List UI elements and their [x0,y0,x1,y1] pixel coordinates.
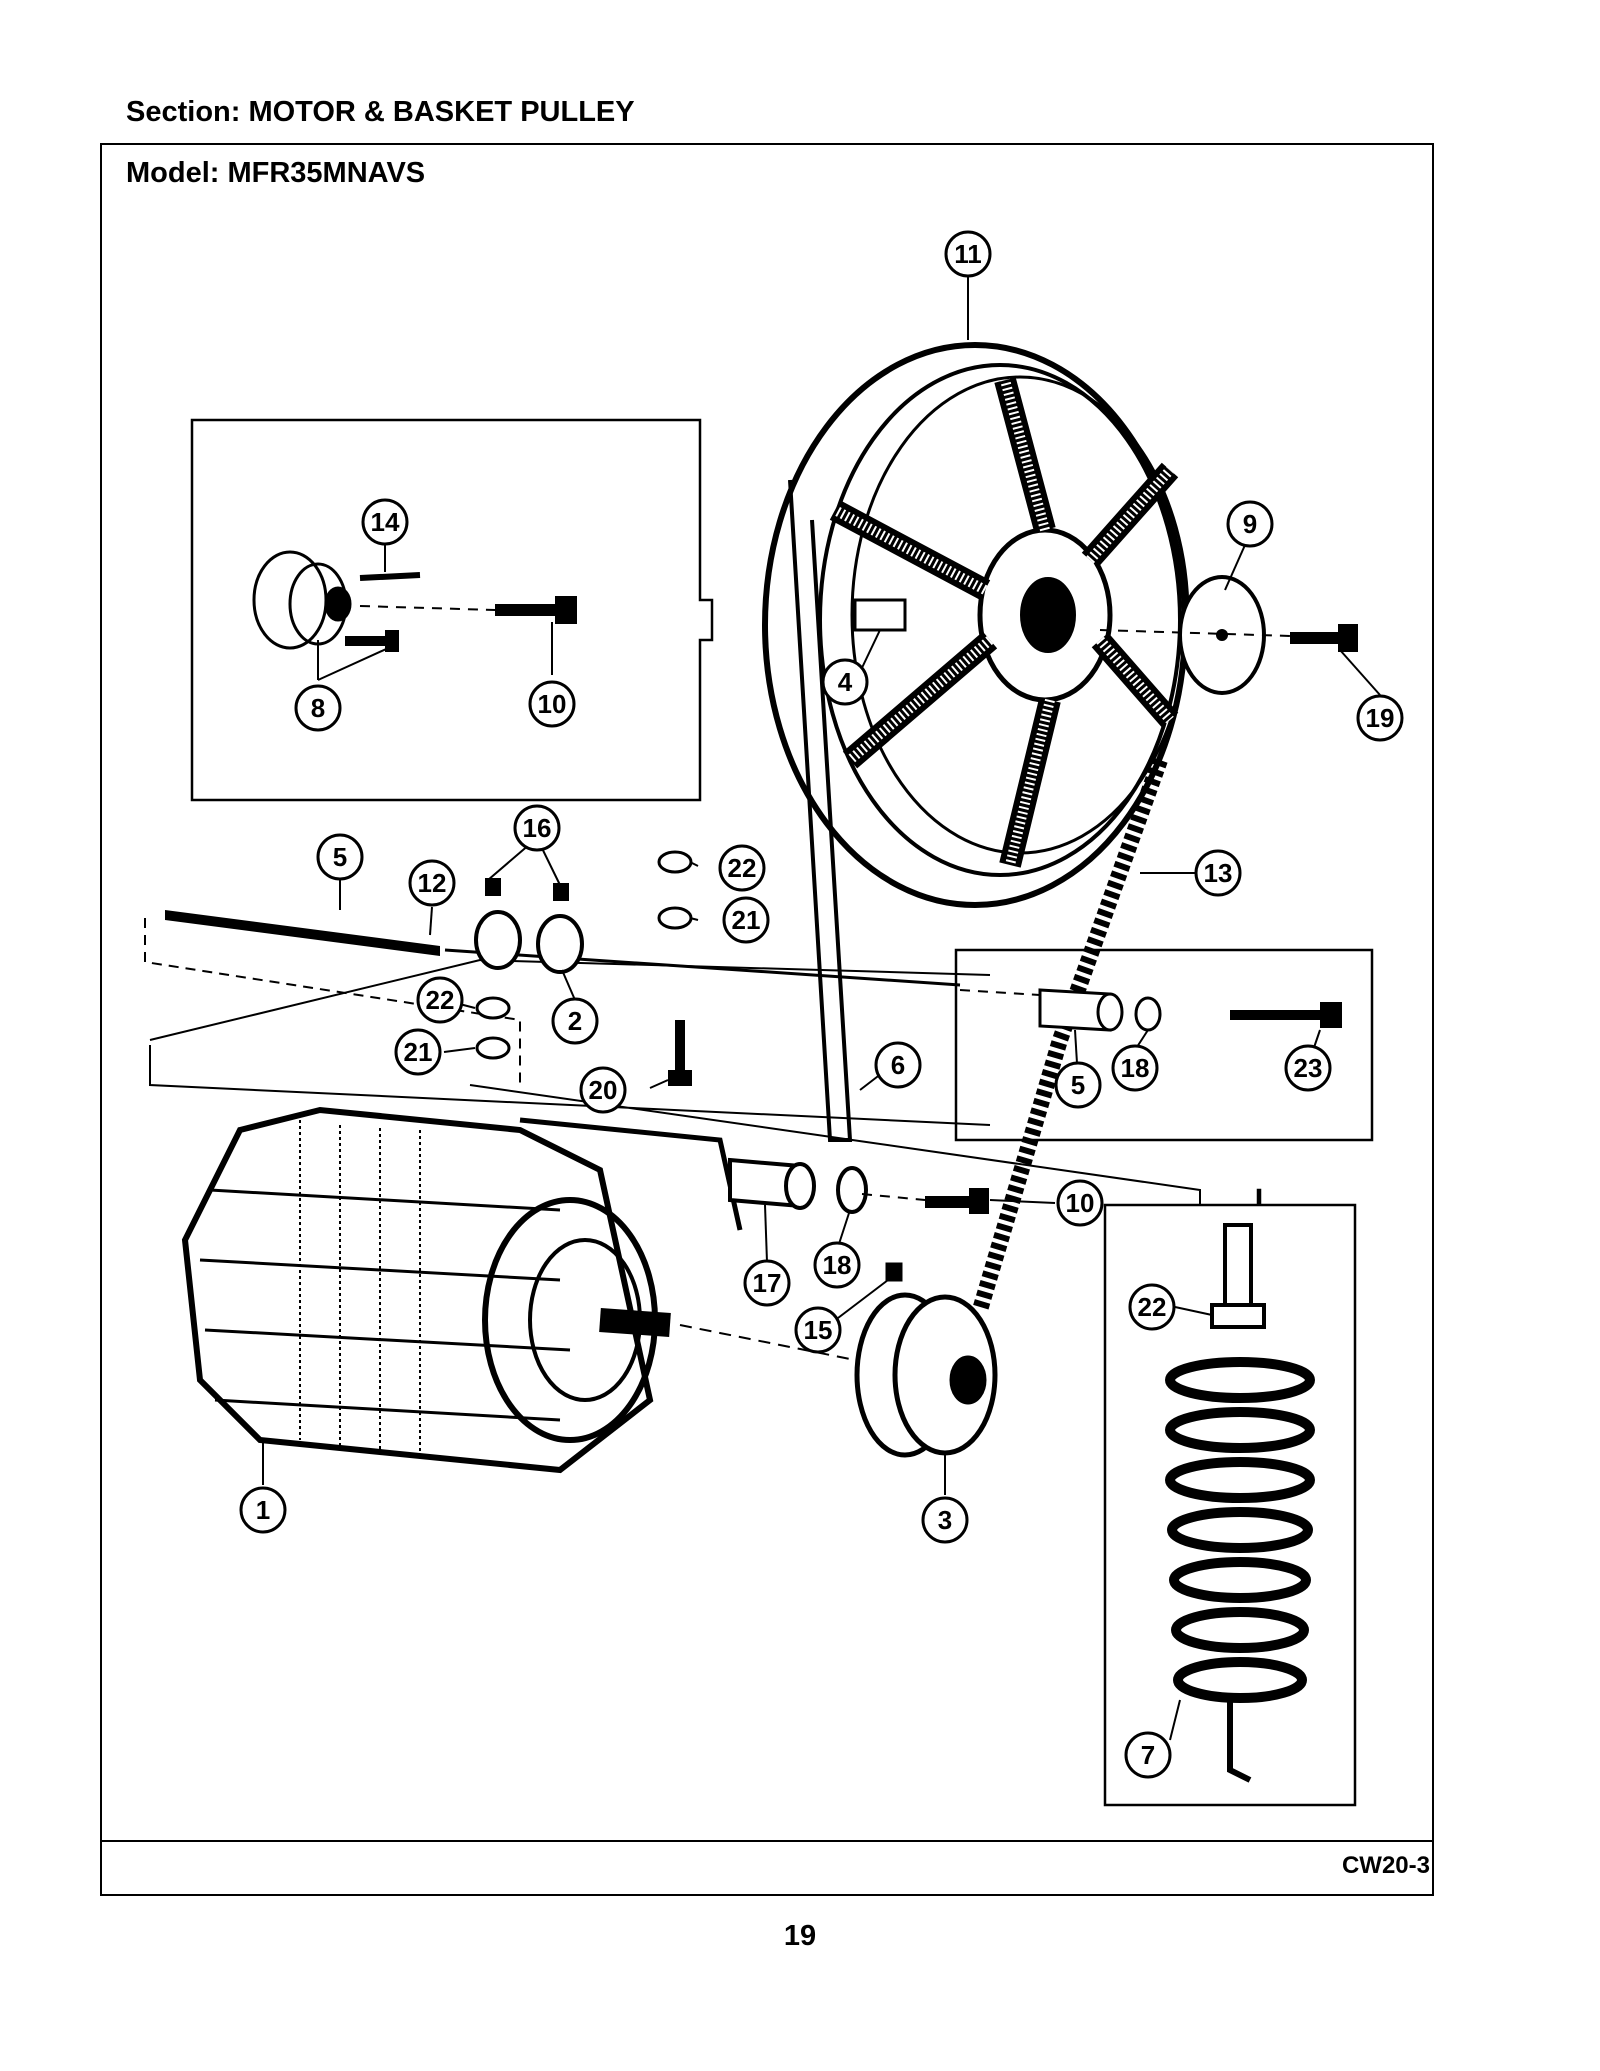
svg-text:5: 5 [333,842,347,872]
inset-box-spring [1103,1188,1357,1807]
inset-box-shaft [954,948,1374,1142]
svg-text:4: 4 [838,667,853,697]
shaft-dash-outline [144,918,521,1085]
callout-19: 19 [1356,694,1404,742]
drive-belt [972,757,1168,1313]
svg-text:22: 22 [1138,1292,1167,1322]
callout-11: 11 [944,230,992,278]
svg-text:19: 19 [1366,703,1395,733]
section-title: Section: MOTOR & BASKET PULLEY [126,96,635,128]
svg-text:22: 22 [728,853,757,883]
callout-20: 20 [579,1066,627,1114]
svg-text:18: 18 [823,1250,852,1280]
motor-bushing [728,1157,868,1214]
callout-22-spring: 22 [1128,1283,1176,1331]
svg-text:8: 8 [311,693,325,723]
leader-lines [262,275,1381,1741]
callout-12: 12 [408,859,456,907]
callout-8: 8 [294,684,342,732]
bolt-10b [925,1188,989,1214]
pulley-key [853,598,907,632]
callout-21-lower: 21 [394,1028,442,1076]
callout-22-upper: 22 [718,844,766,892]
shaft-sleeve [1038,988,1162,1032]
svg-text:11: 11 [954,239,982,269]
svg-text:18: 18 [1121,1053,1150,1083]
svg-text:21: 21 [404,1037,433,1067]
svg-text:12: 12 [418,868,447,898]
callout-6: 6 [874,1041,922,1089]
motor-pulley [854,1262,998,1458]
callout-1: 1 [239,1486,287,1534]
svg-text:23: 23 [1294,1053,1323,1083]
svg-text:10: 10 [538,689,567,719]
callouts: 1 2 3 4 5 5 6 7 8 9 10 10 11 12 13 14 15… [239,230,1404,1779]
callout-21-upper: 21 [722,896,770,944]
svg-text:16: 16 [523,813,552,843]
callout-14: 14 [361,498,409,546]
svg-text:13: 13 [1204,858,1233,888]
svg-text:3: 3 [938,1505,952,1535]
svg-text:15: 15 [804,1315,833,1345]
callout-5-sleeve: 5 [1054,1061,1102,1109]
motor [181,1106,743,1474]
suspension-spring [1165,1223,1315,1783]
page-number: 19 [783,1920,817,1952]
callout-5-shaft: 5 [316,833,364,881]
callout-10-hub: 10 [528,680,576,728]
svg-text:17: 17 [753,1268,782,1298]
v-belt [788,479,853,1142]
taper-hub [252,550,421,650]
callout-13: 13 [1194,849,1242,897]
callout-15: 15 [794,1306,842,1354]
callout-18-shaft: 18 [1111,1044,1159,1092]
inset-box-hub [190,418,714,802]
svg-text:1: 1 [256,1495,270,1525]
svg-text:21: 21 [732,905,761,935]
svg-text:5: 5 [1071,1070,1085,1100]
callout-3: 3 [921,1496,969,1544]
callout-16: 16 [513,804,561,852]
svg-text:9: 9 [1243,509,1257,539]
drawing-code: CW20-3 [1341,1852,1430,1879]
callout-18-motor: 18 [813,1241,861,1289]
svg-text:6: 6 [891,1050,905,1080]
callout-4: 4 [821,658,869,706]
footer-divider [100,1840,1434,1842]
callout-2: 2 [551,997,599,1045]
hub-bolt [345,596,577,652]
svg-text:2: 2 [568,1006,582,1036]
callout-22-lower: 22 [416,976,464,1024]
callout-10-motor: 10 [1056,1179,1104,1227]
cap-bolt [1290,624,1358,652]
callout-9: 9 [1226,500,1274,548]
svg-text:7: 7 [1141,1740,1155,1770]
shaft-collars [474,878,584,974]
shaft-bolt-23 [1230,1002,1342,1028]
nuts-washers [475,850,693,1060]
model-title: Model: MFR35MNAVS [126,157,426,189]
bolt-20 [668,1020,692,1086]
svg-text:20: 20 [589,1075,618,1105]
svg-text:22: 22 [426,985,455,1015]
shaft [165,910,440,956]
callout-17: 17 [743,1259,791,1307]
callout-23: 23 [1284,1044,1332,1092]
svg-text:14: 14 [371,507,400,537]
diagram-frame [100,143,1434,1896]
svg-text:10: 10 [1066,1188,1095,1218]
callout-7: 7 [1124,1731,1172,1779]
